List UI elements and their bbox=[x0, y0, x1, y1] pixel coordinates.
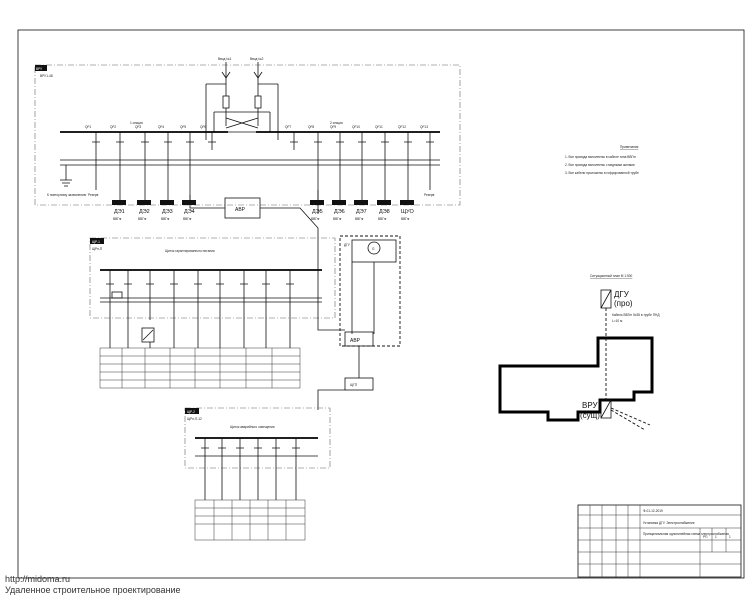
sub2-model: ЩРн-П-12 bbox=[187, 417, 202, 421]
svg-text:ВВГнг: ВВГнг bbox=[355, 217, 365, 221]
footer-url[interactable]: http://midoma.ru bbox=[5, 574, 71, 584]
reserve-right: Резерв bbox=[424, 193, 435, 197]
site-vru-name: ВРУ bbox=[582, 401, 598, 410]
svg-text:QF1: QF1 bbox=[85, 125, 91, 129]
svg-text:ВВГнг: ВВГнг bbox=[161, 217, 171, 221]
svg-text:QF5: QF5 bbox=[180, 125, 186, 129]
sub1-table bbox=[99, 320, 301, 389]
svg-text:ЩГП: ЩГП bbox=[350, 383, 358, 387]
notes-title: Примечания bbox=[620, 145, 639, 149]
feeder-dz3: ДЭ3 bbox=[162, 209, 173, 215]
svg-text:ВВГнг: ВВГнг bbox=[333, 217, 343, 221]
footer-tagline: Удаленное строительное проектирование bbox=[5, 585, 181, 595]
sub-panel-1: ЩР-1 ЩРн-П Щиток гарантированного питани… bbox=[89, 237, 336, 343]
site-vru-status: (сущ) bbox=[580, 411, 600, 420]
main-panel-model: ВРУ1-48 bbox=[40, 74, 53, 78]
avr-label: АВР bbox=[235, 207, 246, 213]
feeder-dz8: ДЭ8 bbox=[379, 209, 390, 215]
stamp-project: Установка ДГУ. Электроснабжение bbox=[643, 521, 695, 525]
sub2-tag: ЩР-2 bbox=[187, 410, 195, 414]
stamp-sheets: 1 bbox=[729, 535, 731, 539]
stamp-sheet: 1 bbox=[715, 535, 717, 539]
notes-block: Примечания 1. Все провода выполнены в ка… bbox=[565, 145, 639, 175]
svg-text:QF2: QF2 bbox=[110, 125, 116, 129]
svg-text:ВВГнг: ВВГнг bbox=[311, 217, 321, 221]
avr-block: АВР bbox=[189, 190, 319, 262]
svg-text:ВВГнг: ВВГнг bbox=[183, 217, 193, 221]
feeder-shuo: ЩУО bbox=[401, 209, 414, 215]
section-1-label: 1 секция bbox=[130, 121, 143, 125]
main-panel-tag: ВРУ bbox=[36, 67, 43, 71]
svg-text:QF9: QF9 bbox=[330, 125, 336, 129]
svg-text:QF6: QF6 bbox=[200, 125, 206, 129]
feeder-dz1: ДЭ1 bbox=[114, 209, 125, 215]
site-plan-caption: Ситуационный план М 1:500 bbox=[590, 274, 633, 278]
site-cable-note: Кабель ВВГнг 5х35 в трубе ПНД bbox=[612, 313, 660, 317]
svg-text:QF8: QF8 bbox=[308, 125, 314, 129]
sub-panel-2: ЩР-2 ЩРн-П-12 Щиток аварийного освещения bbox=[184, 407, 331, 541]
stamp-stage: РП bbox=[703, 535, 708, 539]
svg-text:QF10: QF10 bbox=[352, 125, 360, 129]
svg-text:QF4: QF4 bbox=[158, 125, 164, 129]
feeder-dz5: ДЭ5 bbox=[312, 209, 323, 215]
svg-text:G: G bbox=[372, 247, 375, 251]
sub1-title: Щиток гарантированного питания bbox=[165, 249, 215, 253]
sub2-title: Щиток аварийного освещения bbox=[230, 425, 275, 429]
stamp-sheet-title: Принципиальная однолинейная схема электр… bbox=[643, 532, 729, 536]
ground-note: К повторному заземлению bbox=[47, 193, 87, 197]
svg-text:ВВГнг: ВВГнг bbox=[401, 217, 411, 221]
main-panel: ВРУ ВРУ1-48 Ввод №1 Ввод №2 1 секция 2 с… bbox=[34, 57, 461, 221]
note-1: 1. Все провода выполнены в кабеле типа В… bbox=[565, 155, 637, 159]
site-dgu-name: ДГУ bbox=[614, 290, 630, 299]
site-dgu-status: (про) bbox=[614, 299, 633, 308]
svg-text:QF12: QF12 bbox=[398, 125, 406, 129]
svg-text:ВВГнг: ВВГнг bbox=[113, 217, 123, 221]
feeder-dz2: ДЭ2 bbox=[139, 209, 150, 215]
note-3: 3. Все кабели проложены в гофрированной … bbox=[565, 171, 639, 175]
title-block: Ф-01-12-2019 Установка ДГУ. Электроснабж… bbox=[577, 504, 742, 578]
note-2: 2. Все провода выполнены с медными жилам… bbox=[565, 163, 635, 167]
input-1-label: Ввод №1 bbox=[218, 57, 232, 61]
sheet-frame bbox=[17, 29, 745, 579]
feeder-dz4: ДЭ4 bbox=[184, 209, 195, 215]
reserve-left: Резерв bbox=[88, 193, 99, 197]
input-2-label: Ввод №2 bbox=[250, 57, 264, 61]
svg-text:ВВГнг: ВВГнг bbox=[378, 217, 388, 221]
feeder-dz6: ДЭ6 bbox=[334, 209, 345, 215]
sub1-model: ЩРн-П bbox=[92, 247, 103, 251]
svg-text:АВР: АВР bbox=[350, 338, 361, 344]
svg-text:QF3: QF3 bbox=[135, 125, 141, 129]
svg-text:QF11: QF11 bbox=[375, 125, 383, 129]
svg-text:QF7: QF7 bbox=[285, 125, 291, 129]
dgu-label: ДГУ bbox=[344, 243, 351, 247]
feeder-dz7: ДЭ7 bbox=[356, 209, 367, 215]
site-cable-note-2: L=10 м bbox=[612, 319, 622, 323]
site-plan: Ситуационный план М 1:500 ДГУ (про) Кабе… bbox=[498, 274, 660, 431]
svg-text:QF13: QF13 bbox=[420, 125, 428, 129]
stamp-code: Ф-01-12-2019 bbox=[643, 509, 663, 513]
section-2-label: 2 секция bbox=[330, 121, 343, 125]
svg-text:ВВГнг: ВВГнг bbox=[138, 217, 148, 221]
dgu-block: G ДГУ АВР ЩГП bbox=[317, 235, 401, 410]
sub1-tag: ЩР-1 bbox=[92, 240, 100, 244]
